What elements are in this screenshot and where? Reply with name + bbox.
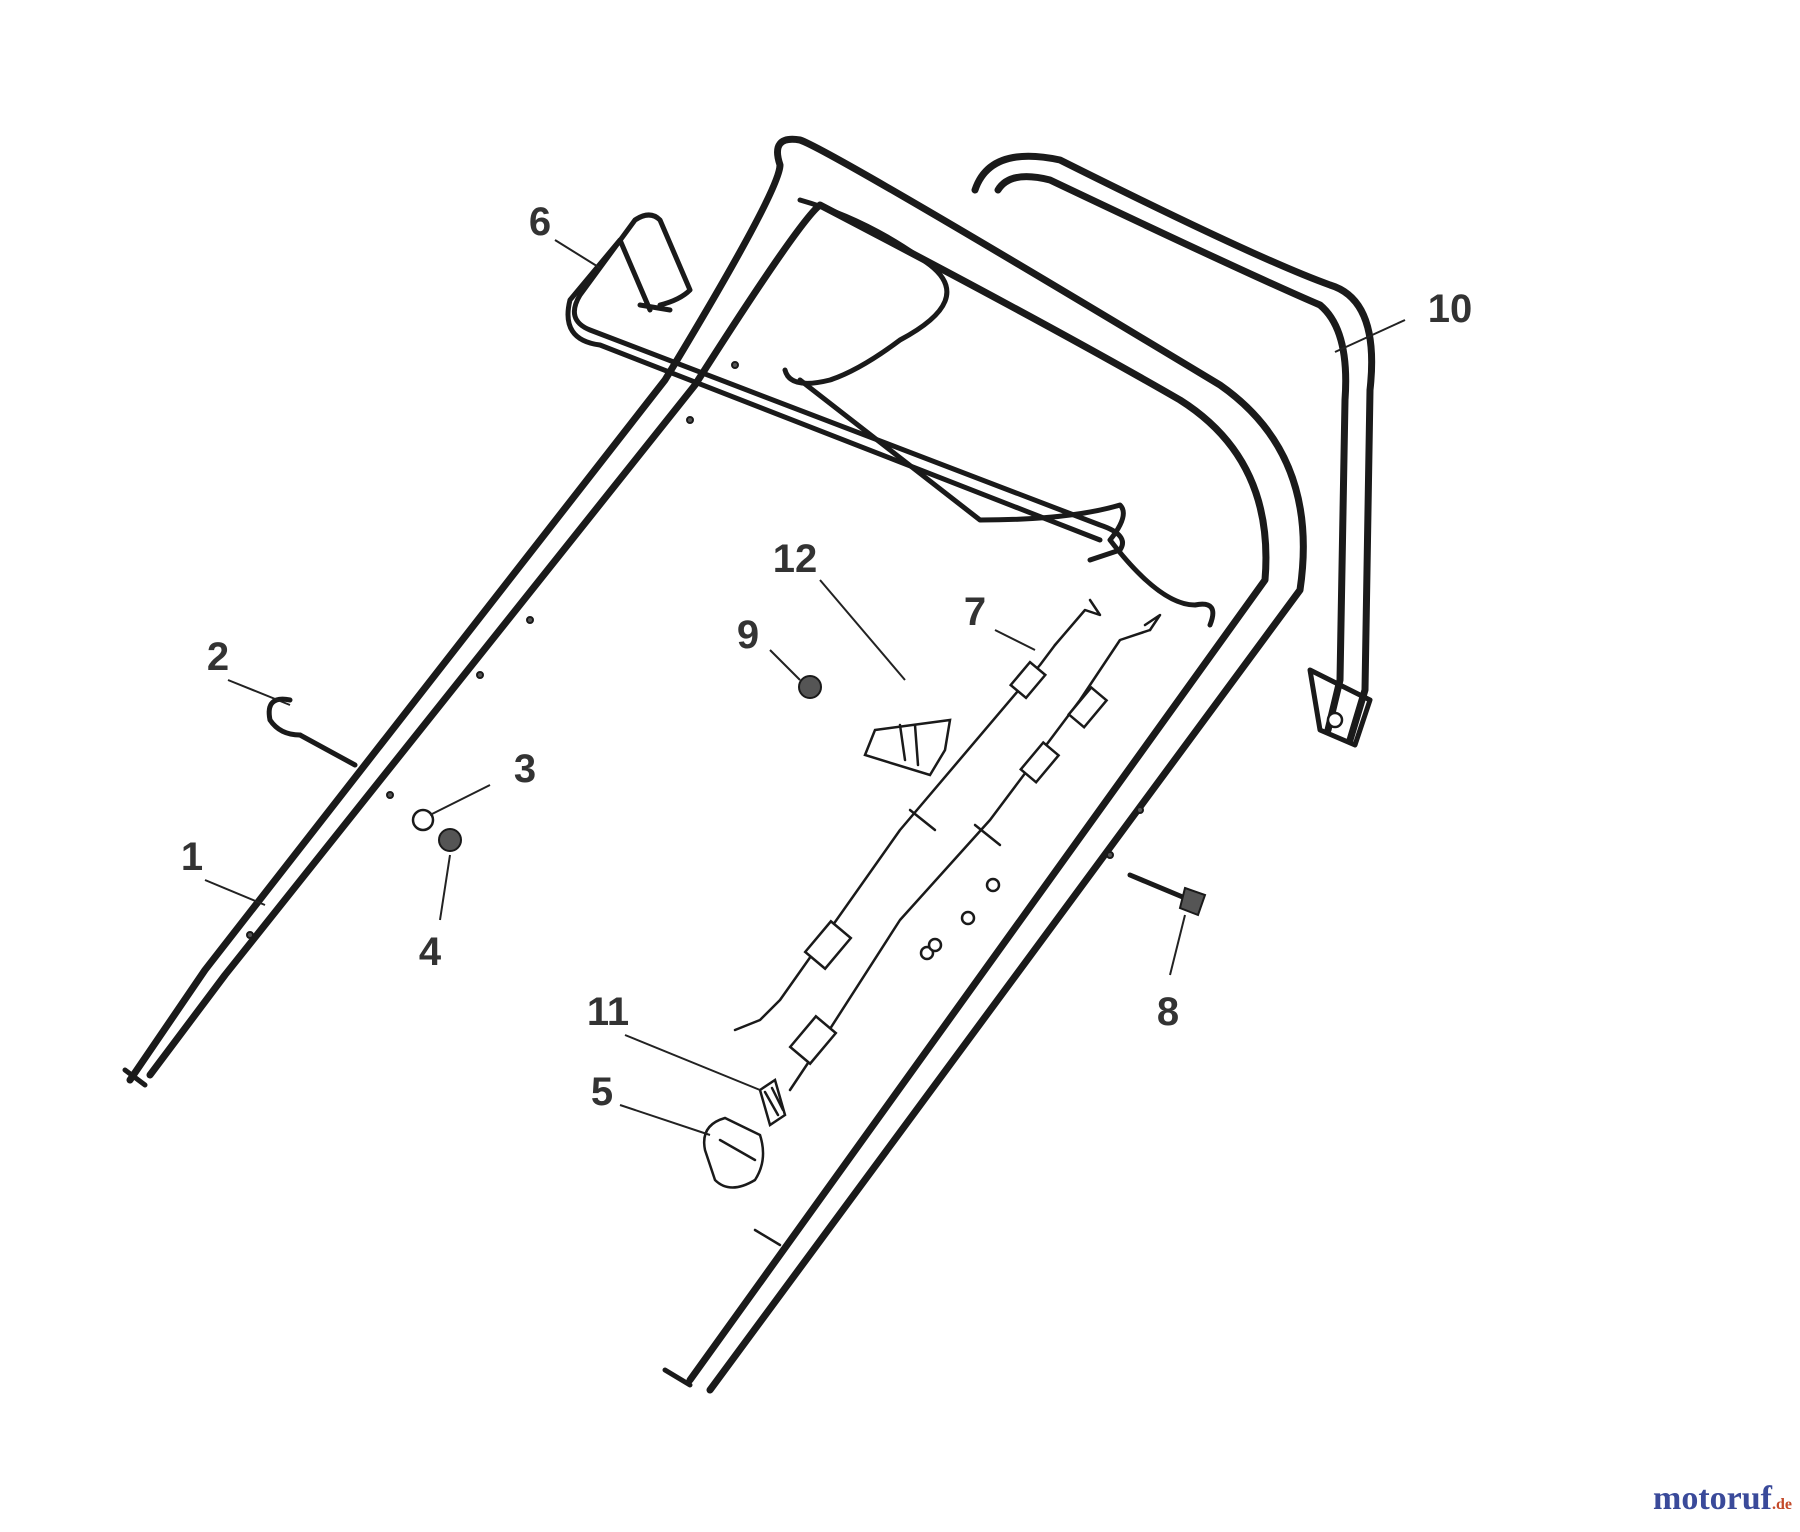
callout-6: 6: [529, 200, 551, 244]
part-1-main-handle: [122, 135, 1307, 1394]
callout-8: 8: [1157, 990, 1179, 1034]
callout-10: 10: [1428, 287, 1473, 331]
part-3-washer: [411, 808, 435, 832]
part-11-cable-clip: [758, 1078, 787, 1127]
inner-loop-bar: [782, 197, 1216, 628]
leader-lines: [204, 239, 1406, 1136]
callout-3: 3: [514, 747, 536, 791]
part-9-nut: [798, 675, 822, 699]
part-2-hook-bolt: [266, 696, 358, 768]
part-6-bail-bar: [565, 212, 1125, 563]
part-4-nut: [438, 828, 462, 852]
small-washers: [919, 877, 1001, 961]
part-8-bolt: [1127, 872, 1207, 917]
part-7-cables: [733, 598, 1162, 1092]
callout-11: 11: [587, 990, 629, 1034]
callout-12: 12: [773, 537, 818, 581]
part-12-cable-grip: [863, 718, 952, 777]
part-5-connector: [702, 1116, 765, 1189]
watermark-logo: motoruf.de: [1653, 1480, 1792, 1518]
watermark-main: motoruf: [1653, 1480, 1772, 1517]
callout-5: 5: [591, 1070, 613, 1114]
callout-9: 9: [737, 613, 759, 657]
callouts: 1 2 3 4 5 6 7 8 9 10 11 12: [181, 200, 1472, 1114]
callout-2: 2: [207, 635, 229, 679]
watermark-tld: .de: [1772, 1496, 1792, 1513]
part-10-upper-bar: [971, 152, 1376, 748]
callout-4: 4: [419, 930, 442, 974]
callout-7: 7: [964, 590, 986, 634]
callout-1: 1: [181, 835, 203, 879]
